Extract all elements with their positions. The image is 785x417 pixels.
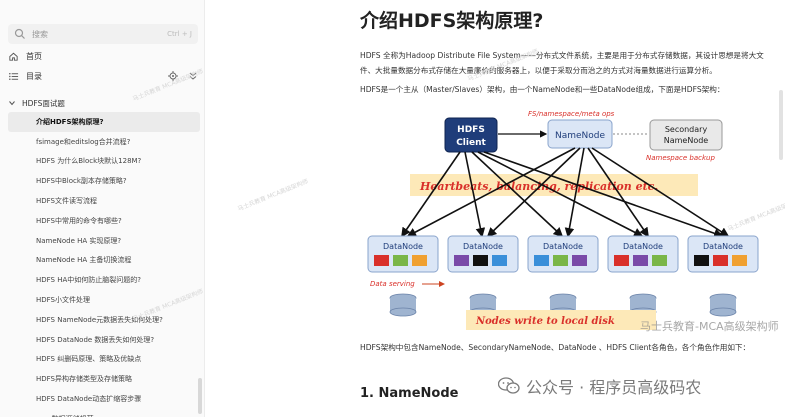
toc-item[interactable]: HDFS DataNode 数据丢失如何处理? — [36, 335, 155, 344]
paragraph: HDFS 全称为Hadoop Distribute File System——分… — [360, 51, 764, 75]
toc-tree: 介绍HDFS架构原理? fsimage和editslog合并流程? HDFS 为… — [8, 112, 200, 417]
search-placeholder: 搜索 — [32, 29, 48, 39]
section-heading: 1. NameNode — [360, 386, 459, 401]
datanode-label: DataNode — [703, 242, 743, 251]
page-title: 介绍HDFS架构原理? — [360, 10, 544, 32]
locate-icon[interactable] — [168, 71, 178, 81]
toc-item[interactable]: yarn数据源储规范 — [8, 409, 200, 417]
nav-home-label: 首页 — [26, 51, 42, 61]
wechat-label: 公众号 · 程序员高级码农 — [526, 378, 702, 397]
list-icon — [9, 72, 19, 80]
toc-item[interactable]: HDFS小文件处理 — [36, 296, 91, 305]
toc-item[interactable]: HDFS中常用的命令有哪些? — [36, 216, 122, 225]
datanode-group: DataNode DataNode DataNode DataNode Data… — [367, 235, 759, 273]
toc-item[interactable]: HDFS NameNode元数据丢失如何处理? — [36, 315, 163, 324]
article: 介绍HDFS架构原理? HDFS 全称为Hadoop Distribute Fi… — [205, 0, 785, 417]
chevron-down-icon — [9, 101, 15, 106]
nav-toc[interactable]: 目录 — [8, 68, 198, 84]
hdfs-client-label: HDFS — [457, 125, 485, 135]
datanode-label: DataNode — [383, 242, 423, 251]
secondary-label: NameNode — [664, 136, 709, 145]
toc-item[interactable]: NameNode HA 实现原理? — [36, 236, 122, 245]
search-box[interactable]: 搜索 Ctrl + J — [8, 24, 198, 44]
hdfs-client-box — [444, 117, 498, 153]
toc-item[interactable]: HDFS中Block副本存储策略? — [36, 177, 127, 186]
secondary-label: Secondary — [665, 125, 708, 134]
toc-item[interactable]: HDFS 纠删码原理、策略及优缺点 — [36, 355, 142, 364]
toc-item[interactable]: 介绍HDFS架构原理? — [8, 112, 200, 132]
wechat-overlay: 公众号 · 程序员高级码农 — [498, 374, 701, 398]
toc-item[interactable]: HDFS 为什么Block块默认128M? — [36, 157, 142, 166]
paragraph: HDFS是一个主从（Master/Slaves）架构，由一个NameNode和一… — [360, 85, 725, 94]
sidebar: 搜索 Ctrl + J 首页 目录 HDFS面试题 介绍HDFS架构原理? fs… — [0, 0, 205, 417]
datanode-label: DataNode — [543, 242, 583, 251]
namenode-label: NameNode — [555, 131, 606, 141]
toc-item[interactable]: fsimage和editslog合并流程? — [36, 137, 131, 146]
ns-backup-label: Namespace backup — [646, 154, 715, 162]
data-serving-label: Data serving — [370, 280, 415, 288]
nav-home[interactable]: 首页 — [8, 48, 198, 64]
main-scrollbar[interactable] — [779, 90, 783, 160]
toc-item[interactable]: NameNode HA 主备切换流程 — [36, 256, 132, 265]
hdfs-client-label: Client — [456, 138, 486, 148]
collapse-icon[interactable] — [188, 71, 198, 81]
tree-group-label: HDFS面试题 — [22, 98, 65, 108]
toc-item[interactable]: HDFS异构存储类型及存储策略 — [36, 375, 133, 384]
toc-item[interactable]: HDFS DataNode动态扩缩容步骤 — [36, 395, 142, 404]
wechat-icon — [498, 377, 520, 394]
paragraph: HDFS架构中包含NameNode、SecondaryNameNode、Data… — [360, 343, 751, 352]
datanode-label: DataNode — [623, 242, 663, 251]
nav-toc-label: 目录 — [26, 71, 42, 81]
hdfs-architecture-diagram: Heartbeats, balancing, replication etc. … — [367, 110, 759, 330]
toc-item[interactable]: HDFS文件读写流程 — [36, 197, 98, 206]
home-icon — [9, 52, 18, 61]
datanode-label: DataNode — [463, 242, 503, 251]
ns-meta-label: FS/namespace/meta ops — [528, 110, 615, 118]
watermark-brand: 马士兵教育-MCA高级架构师 — [640, 320, 779, 333]
toc-item[interactable]: HDFS HA中如何防止脑裂问题的? — [36, 276, 141, 285]
sidebar-scrollbar[interactable] — [198, 378, 202, 414]
tree-group-hdfs[interactable]: HDFS面试题 — [8, 96, 65, 110]
nodes-write-banner — [466, 310, 656, 330]
search-shortcut: Ctrl + J — [167, 30, 192, 38]
watermark: 马士兵教育 MCA高级架构师 — [236, 178, 310, 213]
search-icon — [14, 28, 25, 39]
secondary-namenode-box — [649, 119, 723, 151]
nodes-write-label: Nodes write to local disk — [475, 316, 615, 327]
heartbeats-banner — [410, 174, 698, 196]
